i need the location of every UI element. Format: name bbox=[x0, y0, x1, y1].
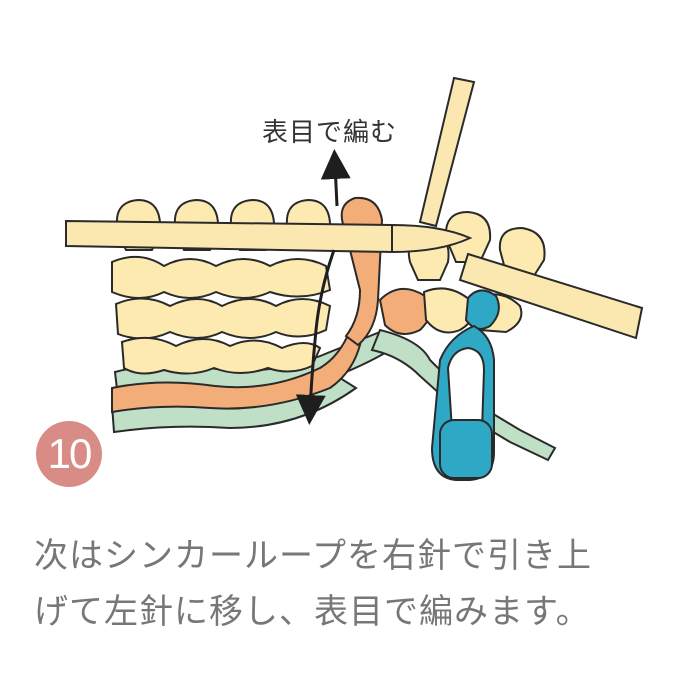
up-arrow bbox=[320, 149, 351, 207]
left-needle bbox=[65, 219, 393, 254]
down-arrow bbox=[295, 249, 336, 425]
arrow-label: 表目で編む bbox=[262, 118, 398, 148]
right-needle bbox=[418, 76, 476, 228]
caption-line-1: 次はシンカーループを右針で引き上 bbox=[34, 536, 592, 576]
left-needle-tip bbox=[391, 223, 473, 254]
right-needle-shaft bbox=[458, 252, 644, 340]
caption-line-2: げて左針に移し、表目で編みます。 bbox=[34, 592, 591, 632]
stitch-marker bbox=[430, 289, 500, 481]
instruction-caption: 次はシンカーループを右針で引き上 げて左針に移し、表目で編みます。 bbox=[34, 528, 674, 640]
step-number-badge: 10 bbox=[36, 421, 102, 487]
knitting-illustration bbox=[65, 76, 644, 481]
